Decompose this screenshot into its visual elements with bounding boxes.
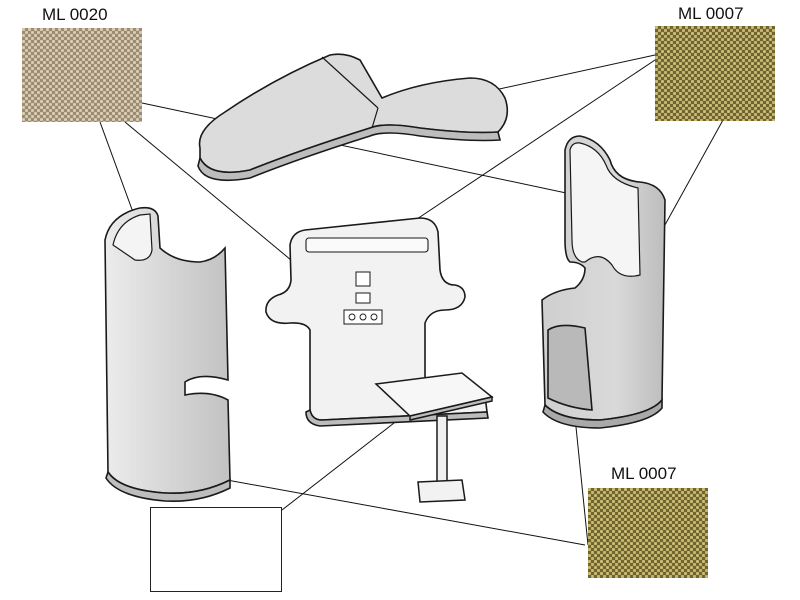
fabric-swatch-olive	[588, 488, 708, 578]
right-shell-panel	[541, 135, 666, 429]
blank-label-box	[150, 507, 282, 592]
fabric-label-top-left: ML 0020	[42, 5, 108, 24]
left-shell-panel	[104, 206, 231, 503]
fabric-label-top-right: ML 0007	[678, 4, 744, 23]
leader-line	[124, 121, 316, 281]
leader-line	[407, 59, 656, 226]
curved-table-top	[197, 53, 509, 182]
fabric-swatch-beige	[22, 28, 142, 122]
fabric-swatch-olive	[655, 26, 775, 121]
fabric-label-bottom-right: ML 0007	[611, 464, 677, 483]
center-back-panel	[265, 217, 489, 427]
leader-line	[171, 469, 586, 546]
pedestal-table	[374, 372, 494, 503]
